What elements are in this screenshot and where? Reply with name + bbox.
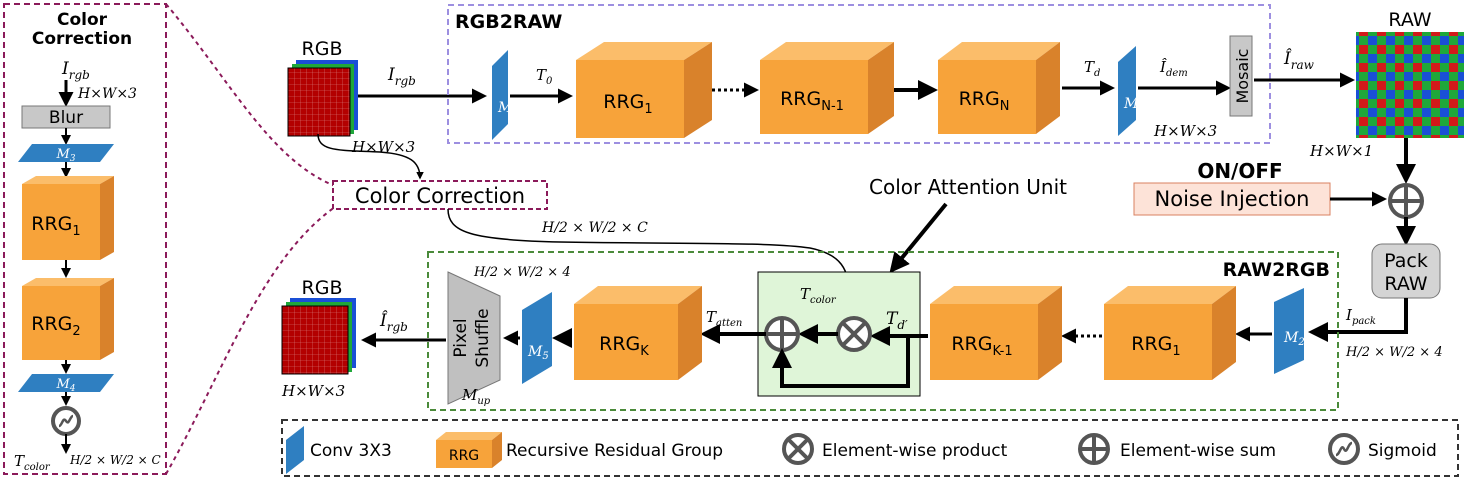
- legend-sum-icon: [1078, 433, 1110, 465]
- i-pack-label: Ipack: [1345, 306, 1376, 327]
- top-i-rgb: Irgb: [387, 65, 416, 88]
- raw2rgb-title: RAW2RGB: [1223, 259, 1330, 281]
- legend-sum-label: Element-wise sum: [1120, 441, 1276, 461]
- m5-conv: [522, 292, 552, 384]
- t0-label: T0: [536, 66, 553, 87]
- bottom-rgb-label: RGB: [302, 277, 343, 299]
- top-rrgn1-label: RRGN-1: [780, 88, 844, 114]
- m4-label: M4: [55, 377, 75, 394]
- mosaic-label: Mosaic: [1233, 49, 1252, 104]
- raw-dims: H×W×1: [1309, 142, 1373, 160]
- m1-conv: [1118, 46, 1136, 136]
- bottom-rrgk1-block: [930, 286, 1062, 380]
- top-m1-dims: H×W×3: [1153, 122, 1217, 140]
- mosaic-block: [1229, 35, 1253, 117]
- legend-conv-label: Conv 3X3: [310, 441, 392, 461]
- on-off-label: ON/OFF: [1197, 159, 1282, 183]
- legend-product-label: Element-wise product: [822, 441, 1008, 461]
- top-rgb-dims: H×W×3: [351, 138, 415, 156]
- pack-raw-line2: RAW: [1384, 273, 1427, 295]
- m0-label: M0: [497, 100, 519, 118]
- pixel-shuffle-block: [447, 271, 501, 405]
- bottom-rrgk-block: [574, 286, 702, 380]
- color-correction-panel: [3, 3, 167, 475]
- legend-rrg-icon-label: RRG: [449, 448, 479, 464]
- legend-sigmoid-icon: [1328, 433, 1360, 465]
- pixel-shuffle-line1: Pixel: [451, 318, 471, 357]
- td-prime-label: Td′: [886, 309, 908, 332]
- product-icon: [836, 316, 872, 352]
- m-up-label: Mup: [461, 386, 491, 407]
- pixel-shuffle-line2: Shuffle: [473, 308, 493, 367]
- legend-rrg-icon: [436, 432, 502, 468]
- panel-rrg1-block: [22, 176, 114, 260]
- m2-conv: [1274, 288, 1304, 374]
- panel-input-dims: H×W×3: [77, 86, 137, 102]
- bottom-rgb-image: [281, 298, 356, 375]
- top-rrg1-label: RRG1: [603, 91, 652, 117]
- top-rrgn1-block: [760, 42, 894, 134]
- ps-dims: H/2 × W/2 × 4: [473, 265, 571, 280]
- rgb2raw-title: RGB2RAW: [455, 11, 562, 33]
- bottom-rrgk-label: RRGK: [599, 333, 649, 359]
- raw2rgb-section: [427, 251, 1339, 411]
- color-attention-unit-label: Color Attention Unit: [869, 175, 1067, 199]
- panel-title-line2: Correction: [32, 29, 132, 49]
- top-sum-icon: [1388, 183, 1424, 219]
- m4-conv: [18, 374, 114, 392]
- bottom-rgb-dims: H×W×3: [281, 382, 345, 400]
- t-atten-label: Tatten: [706, 308, 742, 329]
- td-label: Td: [1084, 58, 1100, 79]
- bottom-sum-icon: [764, 316, 800, 352]
- bottom-i-rgb: Îrgb: [379, 310, 408, 334]
- cc-dims: H/2 × W/2 × C: [541, 220, 648, 236]
- pack-dims: H/2 × W/2 × 4: [1345, 345, 1443, 360]
- blur-label: Blur: [49, 108, 83, 128]
- m2-label: M2: [1283, 330, 1305, 348]
- panel-output-label: Tcolor: [14, 452, 51, 473]
- top-rgb-image: [287, 60, 358, 137]
- legend-box: [281, 419, 1459, 477]
- bottom-rrg1-label: RRG1: [1131, 333, 1180, 359]
- legend-conv-icon: [286, 426, 304, 474]
- m1-label: M1: [1123, 96, 1145, 114]
- noise-injection-label: Noise Injection: [1155, 187, 1310, 211]
- noise-injection-block: [1133, 182, 1331, 216]
- top-rgb-label: RGB: [302, 38, 343, 60]
- legend-sigmoid-label: Sigmoid: [1368, 441, 1437, 461]
- bottom-rrg1-block: [1104, 286, 1236, 380]
- top-rrgn-block: [938, 42, 1060, 134]
- top-rrgn-label: RRGN: [959, 88, 1010, 114]
- bottom-rrgk1-label: RRGK-1: [951, 333, 1012, 359]
- panel-input-label: Irgb: [61, 59, 90, 82]
- m3-conv: [18, 144, 114, 162]
- m5-label: M5: [527, 344, 549, 362]
- legend-rrg-label: Recursive Residual Group: [506, 441, 723, 461]
- color-correction-box: [332, 180, 548, 210]
- legend-product-icon: [782, 433, 814, 465]
- panel-rrg2-label: RRG2: [31, 313, 80, 339]
- i-dem-label: Îdem: [1159, 58, 1188, 79]
- panel-sigmoid-icon: [51, 406, 81, 436]
- panel-rrg2-block: [22, 278, 114, 360]
- pack-raw-line1: Pack: [1384, 250, 1428, 272]
- color-correction-box-label: Color Correction: [355, 184, 525, 208]
- t-color-label: Tcolor: [800, 285, 837, 306]
- top-rrg1-block: [576, 42, 712, 138]
- m3-label: M3: [55, 147, 75, 164]
- panel-rrg1-label: RRG1: [31, 213, 80, 239]
- panel-output-dims: H/2 × W/2 × C: [69, 453, 161, 467]
- rgb2raw-section: [447, 4, 1271, 144]
- raw-label: RAW: [1388, 9, 1431, 31]
- i-raw-label: Îraw: [1283, 48, 1315, 72]
- panel-title-line1: Color: [57, 10, 108, 30]
- m0-conv: [492, 50, 508, 140]
- raw-image: [1356, 32, 1464, 138]
